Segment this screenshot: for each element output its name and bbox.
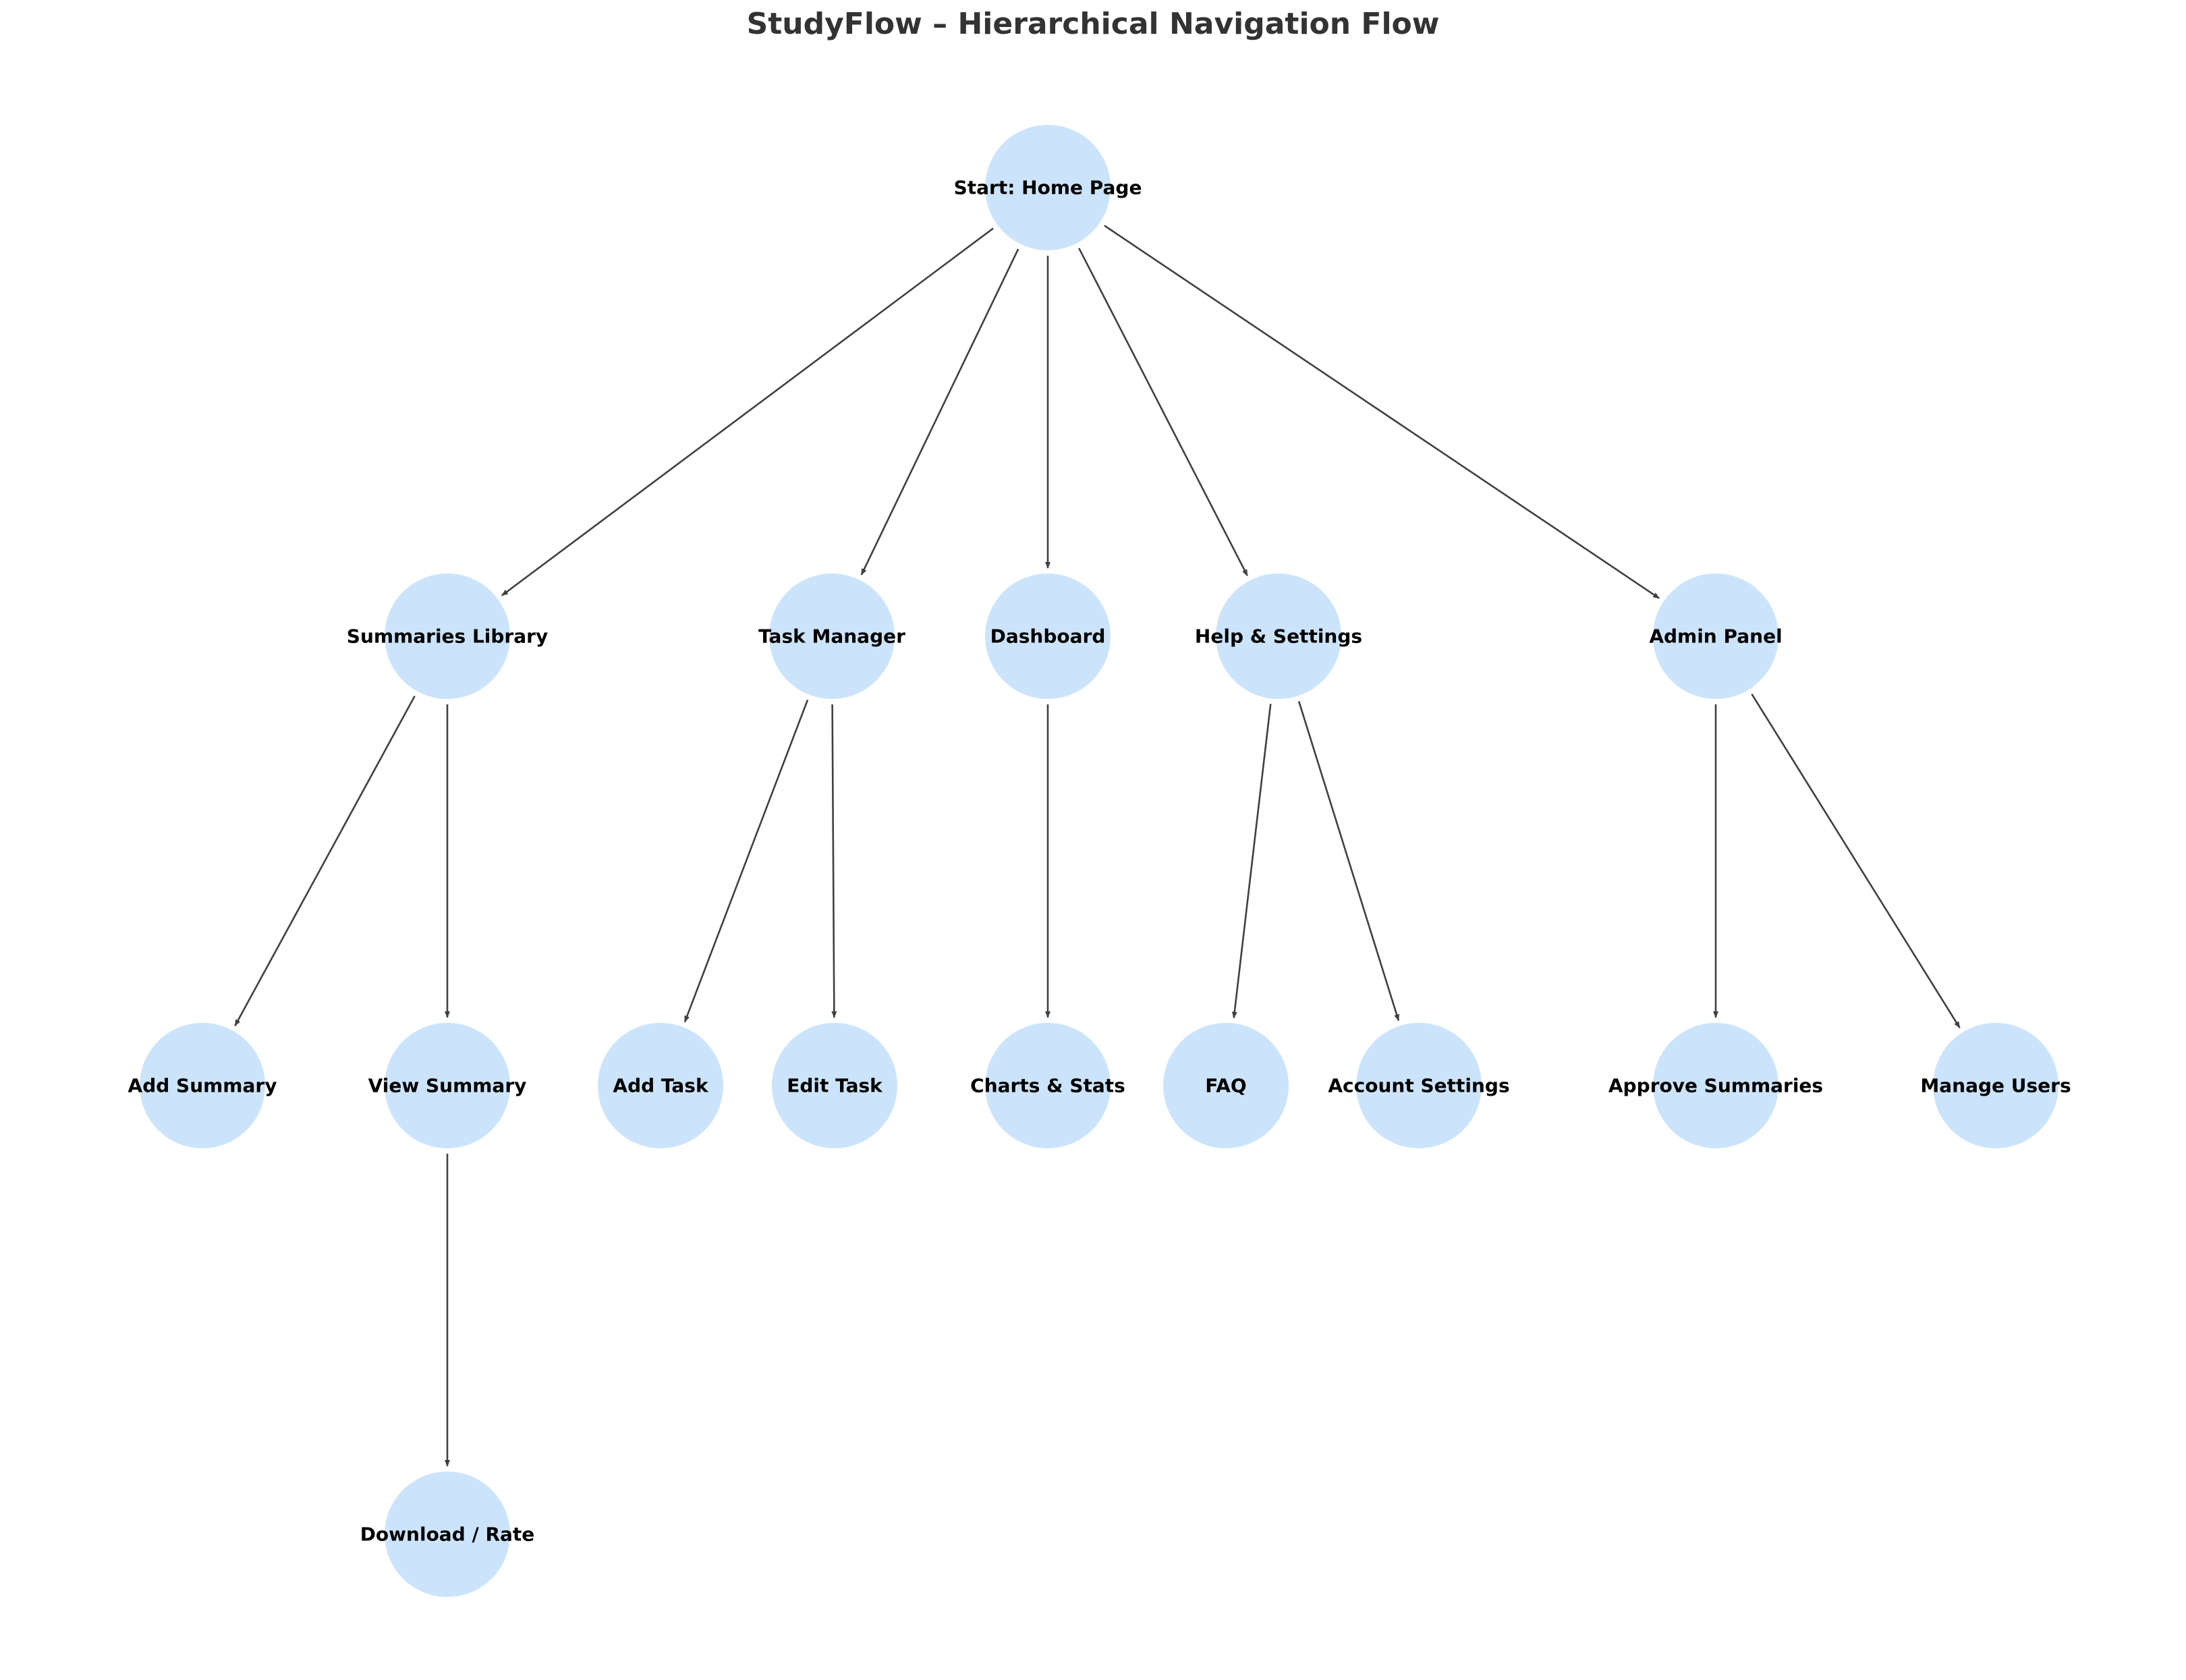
node-label: Account Settings xyxy=(1328,1075,1509,1097)
node-charts-stats: Charts & Stats xyxy=(970,1023,1125,1148)
node-label: FAQ xyxy=(1205,1075,1246,1097)
node-edit-task: Edit Task xyxy=(772,1023,897,1148)
node-label: Add Task xyxy=(613,1075,709,1097)
edge-admin-panel-to-manage-users xyxy=(1751,694,1961,1029)
node-label: Help & Settings xyxy=(1195,625,1362,648)
node-help-settings: Help & Settings xyxy=(1195,573,1362,699)
node-circle xyxy=(385,1023,510,1148)
edge-help-settings-to-account-settings xyxy=(1297,701,1400,1021)
edge-task-manager-to-edit-task xyxy=(831,704,837,1019)
node-dashboard: Dashboard xyxy=(985,573,1111,699)
edge-home-to-task-manager xyxy=(860,248,1019,576)
node-label: Summaries Library xyxy=(347,625,548,648)
node-summaries-library: Summaries Library xyxy=(347,573,548,699)
node-circle xyxy=(772,1023,897,1148)
node-label: Task Manager xyxy=(758,625,905,648)
edge-help-settings-to-faq xyxy=(1231,704,1272,1019)
node-add-task: Add Task xyxy=(598,1023,723,1148)
node-circle xyxy=(140,1023,265,1148)
node-circle xyxy=(385,573,510,699)
node-circle xyxy=(385,1472,510,1597)
node-circle xyxy=(1653,1023,1778,1148)
edge-home-to-summaries-library xyxy=(501,227,994,596)
node-circle xyxy=(985,125,1111,250)
node-label: Admin Panel xyxy=(1649,625,1782,648)
node-view-summary: View Summary xyxy=(368,1023,527,1148)
node-task-manager: Task Manager xyxy=(758,573,905,699)
edge-summaries-library-to-add-summary xyxy=(234,696,416,1027)
node-download-rate: Download / Rate xyxy=(360,1472,535,1597)
edges-layer xyxy=(234,225,1961,1467)
diagram-title: StudyFlow – Hierarchical Navigation Flow xyxy=(746,7,1440,41)
node-circle xyxy=(1933,1023,2058,1148)
node-label: Dashboard xyxy=(990,625,1106,648)
node-add-summary: Add Summary xyxy=(128,1023,277,1148)
node-label: Start: Home Page xyxy=(954,177,1142,199)
node-circle xyxy=(769,573,895,699)
node-account-settings: Account Settings xyxy=(1328,1023,1510,1148)
node-circle xyxy=(985,573,1111,699)
node-circle xyxy=(1216,573,1341,699)
node-label: Edit Task xyxy=(787,1075,883,1097)
edge-home-to-help-settings xyxy=(1078,248,1248,577)
node-circle xyxy=(985,1023,1111,1148)
node-circle xyxy=(1653,573,1778,699)
edge-home-to-admin-panel xyxy=(1104,225,1660,599)
node-manage-users: Manage Users xyxy=(1920,1023,2071,1148)
node-faq: FAQ xyxy=(1163,1023,1289,1148)
node-circle xyxy=(1163,1023,1289,1148)
node-admin-panel: Admin Panel xyxy=(1649,573,1783,699)
node-label: View Summary xyxy=(368,1075,527,1097)
node-label: Download / Rate xyxy=(360,1523,535,1546)
node-label: Add Summary xyxy=(128,1075,277,1097)
node-circle xyxy=(598,1023,723,1148)
node-circle xyxy=(1356,1023,1482,1148)
node-approve-summaries: Approve Summaries xyxy=(1608,1023,1823,1148)
node-label: Approve Summaries xyxy=(1608,1075,1823,1097)
edge-task-manager-to-add-task xyxy=(683,699,809,1023)
node-home: Start: Home Page xyxy=(954,125,1142,250)
node-label: Manage Users xyxy=(1920,1075,2071,1097)
node-label: Charts & Stats xyxy=(970,1075,1125,1097)
